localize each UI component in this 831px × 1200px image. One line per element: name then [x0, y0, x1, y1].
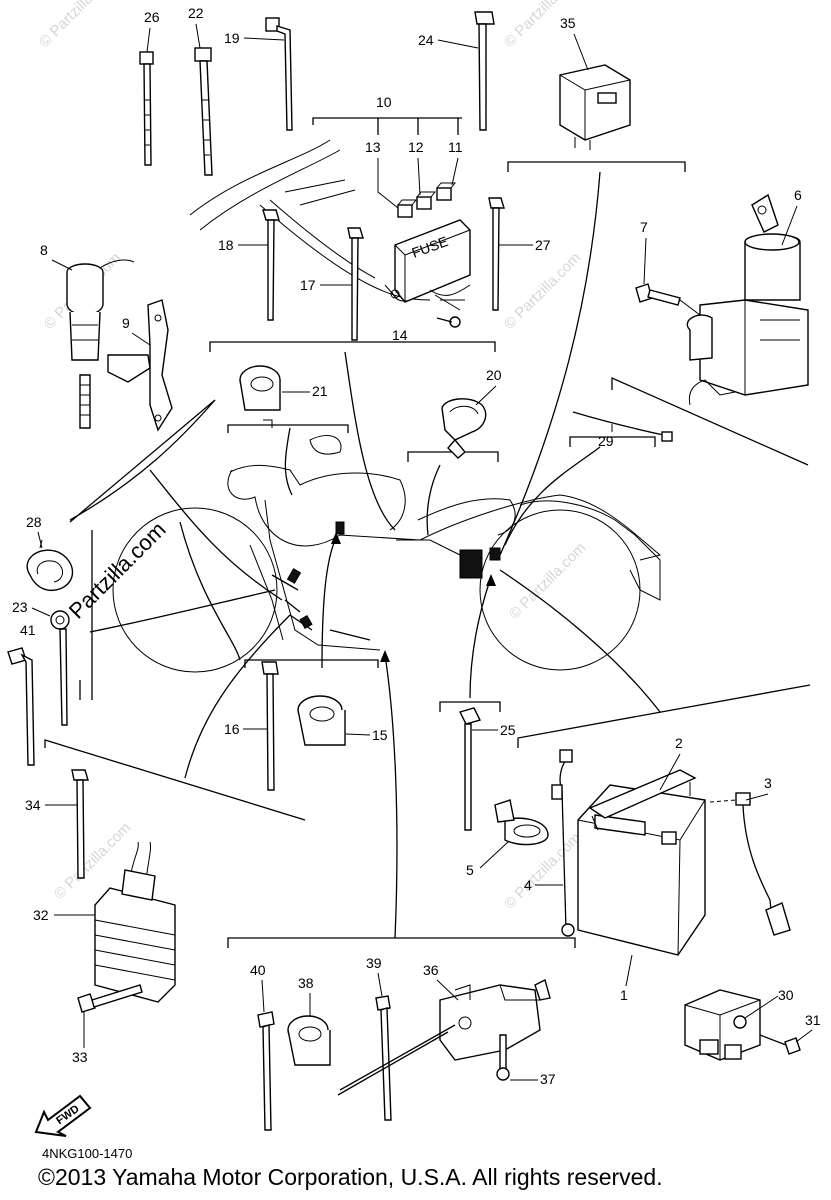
part-13-fuse[interactable]: [397, 199, 418, 218]
part-37-screw[interactable]: [496, 1034, 510, 1081]
label-19: 19: [224, 30, 240, 46]
label-6: 6: [794, 187, 802, 203]
label-13: 13: [365, 139, 381, 155]
part-35-relay[interactable]: [559, 64, 631, 150]
label-32: 32: [33, 907, 49, 923]
part-29-wire[interactable]: [572, 411, 673, 442]
part-25-cable-tie[interactable]: [458, 707, 482, 831]
part-40-cable-tie[interactable]: [257, 1011, 275, 1131]
label-25: 25: [500, 722, 516, 738]
part-18-cable-tie[interactable]: [262, 209, 280, 321]
part-31-bolt[interactable]: [759, 1034, 801, 1055]
label-1: 1: [620, 987, 628, 1003]
label-3: 3: [764, 775, 772, 791]
label-17: 17: [300, 277, 316, 293]
part-8-switch[interactable]: [66, 259, 135, 429]
leader-lines: [69, 171, 661, 939]
part-26-cable-tie[interactable]: [139, 51, 154, 166]
label-15: 15: [372, 727, 388, 743]
part-22-cable-tie[interactable]: [194, 47, 213, 176]
part-9-bracket[interactable]: [107, 299, 173, 432]
watermark: © Partzilla.com: [506, 539, 589, 622]
part-33-bolt[interactable]: [77, 984, 143, 1013]
part-30-relay[interactable]: [684, 989, 761, 1061]
wire-harness-fuse-area: [189, 139, 431, 301]
part-2-battery-band[interactable]: [588, 769, 697, 831]
part-28-band[interactable]: [26, 539, 74, 592]
panel-brackets: [44, 117, 811, 948]
label-14: 14: [392, 327, 408, 343]
part-6-ignition-switch[interactable]: [686, 193, 809, 406]
part-1-battery[interactable]: [577, 784, 706, 956]
label-26: 26: [144, 9, 160, 25]
label-27: 27: [535, 237, 551, 253]
part-32-rectifier[interactable]: [94, 841, 176, 1003]
part-17-cable-tie[interactable]: [347, 227, 364, 341]
label-12: 12: [408, 139, 424, 155]
label-10: 10: [376, 94, 392, 110]
watermark-main: Partzilla.com: [64, 517, 171, 624]
watermark: © Partzilla.com: [36, 0, 119, 51]
part-20-clamp[interactable]: [441, 398, 487, 459]
part-14-screw[interactable]: [436, 316, 461, 328]
part-3-cable[interactable]: [709, 792, 791, 936]
part-11-fuse[interactable]: [436, 182, 457, 201]
label-35: 35: [560, 15, 576, 31]
part-23-clamp[interactable]: [50, 610, 70, 726]
part-38-clamp[interactable]: [287, 1015, 331, 1066]
label-30: 30: [778, 987, 794, 1003]
watermarks: © Partzilla.com © Partzilla.com © Partzi…: [36, 0, 589, 913]
label-22: 22: [188, 5, 204, 21]
watermark: © Partzilla.com: [501, 249, 584, 332]
part-7-bolt[interactable]: [635, 283, 701, 316]
label-23: 23: [12, 599, 28, 615]
fwd-arrow-icon: FWD: [34, 1094, 92, 1137]
label-29: 29: [598, 433, 614, 449]
part-36-sensor[interactable]: [337, 978, 551, 1096]
label-36: 36: [423, 962, 439, 978]
label-40: 40: [250, 962, 266, 978]
label-2: 2: [675, 735, 683, 751]
label-8: 8: [40, 242, 48, 258]
label-11: 11: [448, 139, 463, 155]
copyright-notice: ©2013 Yamaha Motor Corporation, U.S.A. A…: [38, 1164, 663, 1190]
label-7: 7: [640, 219, 648, 235]
part-15-clamp[interactable]: [297, 695, 346, 746]
diagram-code: 4NKG100-1470: [42, 1146, 133, 1161]
fuse-box[interactable]: FUSE: [384, 219, 471, 311]
label-4: 4: [524, 877, 532, 893]
part-5-clamp[interactable]: [494, 799, 549, 846]
label-37: 37: [540, 1071, 556, 1087]
part-27-cable-tie[interactable]: [488, 197, 505, 311]
callout-labels: 26 22 19 24 35 10 13 12 11 8 9 18 17 14 …: [12, 5, 821, 1087]
label-16: 16: [224, 721, 240, 737]
label-34: 34: [25, 797, 41, 813]
label-5: 5: [466, 862, 474, 878]
part-34-cable-tie[interactable]: [71, 769, 89, 879]
part-24-cable-tie[interactable]: [474, 11, 495, 131]
label-20: 20: [486, 367, 502, 383]
label-24: 24: [418, 32, 434, 48]
label-33: 33: [72, 1049, 88, 1065]
part-12-fuse[interactable]: [416, 191, 437, 210]
part-16-cable-tie[interactable]: [261, 661, 279, 791]
part-41-cable-tie[interactable]: [7, 647, 35, 766]
label-38: 38: [298, 975, 314, 991]
label-41: 41: [20, 622, 36, 638]
label-39: 39: [366, 955, 382, 971]
label-21: 21: [312, 383, 328, 399]
part-39-cable-tie[interactable]: [375, 995, 392, 1121]
label-9: 9: [122, 315, 130, 331]
label-18: 18: [218, 237, 234, 253]
part-19-cable-tie[interactable]: [265, 17, 293, 131]
part-4-cable[interactable]: [551, 749, 575, 937]
label-31: 31: [805, 1012, 821, 1028]
label-28: 28: [26, 514, 42, 530]
part-21-clamp[interactable]: [239, 365, 281, 428]
motorcycle-outline: [112, 435, 662, 673]
